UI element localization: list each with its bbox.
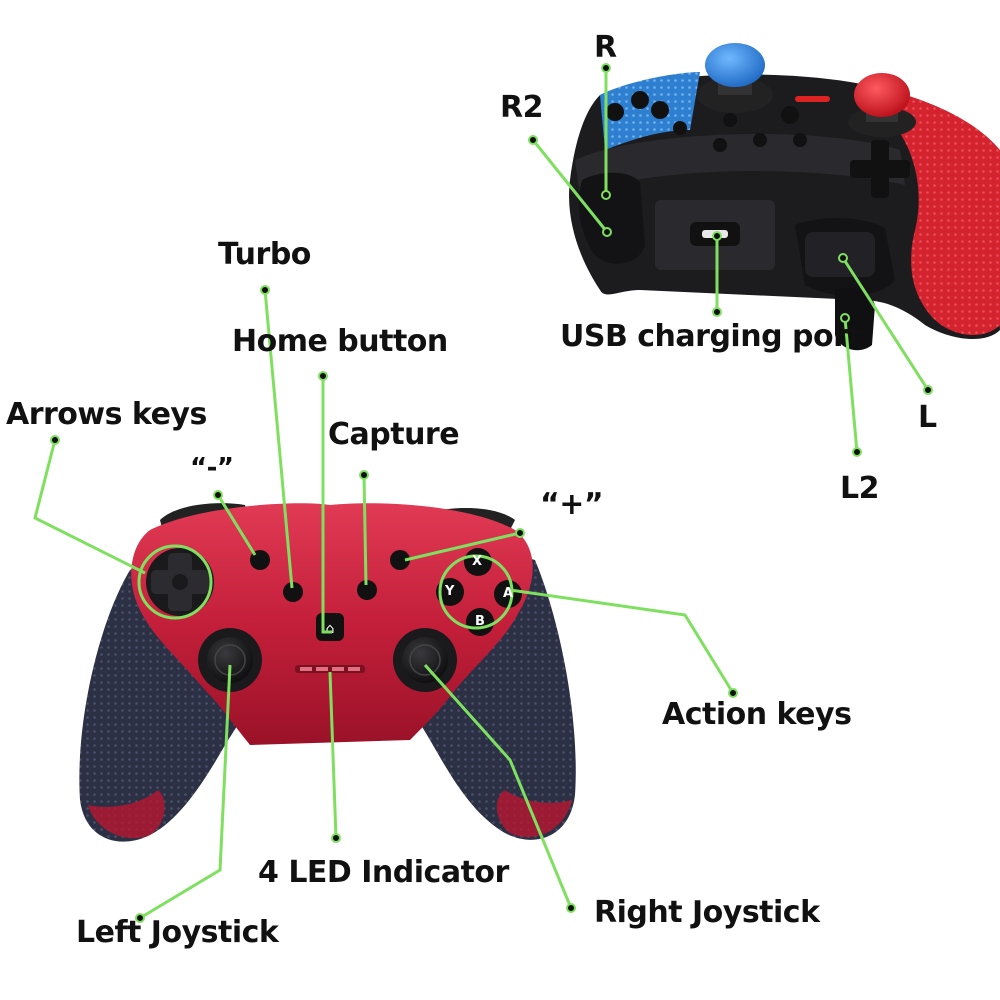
leader-dots [50,63,933,923]
label-right-joystick: Right Joystick [594,895,820,930]
label-r2: R2 [500,90,543,125]
svg-text:⌂: ⌂ [326,621,335,637]
face-button-b: B [475,614,485,629]
label-arrows-keys: Arrows keys [6,397,207,432]
label-usb-charging-port: USB charging port [560,319,862,354]
label-capture: Capture [328,417,460,452]
face-button-y: Y [445,584,454,599]
back-view-controller [569,43,1000,351]
face-button-x: X [472,554,482,569]
label-turbo: Turbo [218,237,311,272]
face-button-a: A [503,586,513,601]
label-led-indicator: 4 LED Indicator [258,855,509,890]
front-view-controller: ⌂ [79,503,576,842]
label-minus: “-” [190,453,234,483]
leader-lines [33,68,930,920]
label-r: R [594,30,617,65]
label-l: L [918,400,937,435]
label-l2: L2 [840,471,880,506]
label-plus: “+” [540,487,604,522]
label-left-joystick: Left Joystick [76,915,279,950]
label-home-button: Home button [232,324,448,359]
label-action-keys: Action keys [662,697,852,732]
